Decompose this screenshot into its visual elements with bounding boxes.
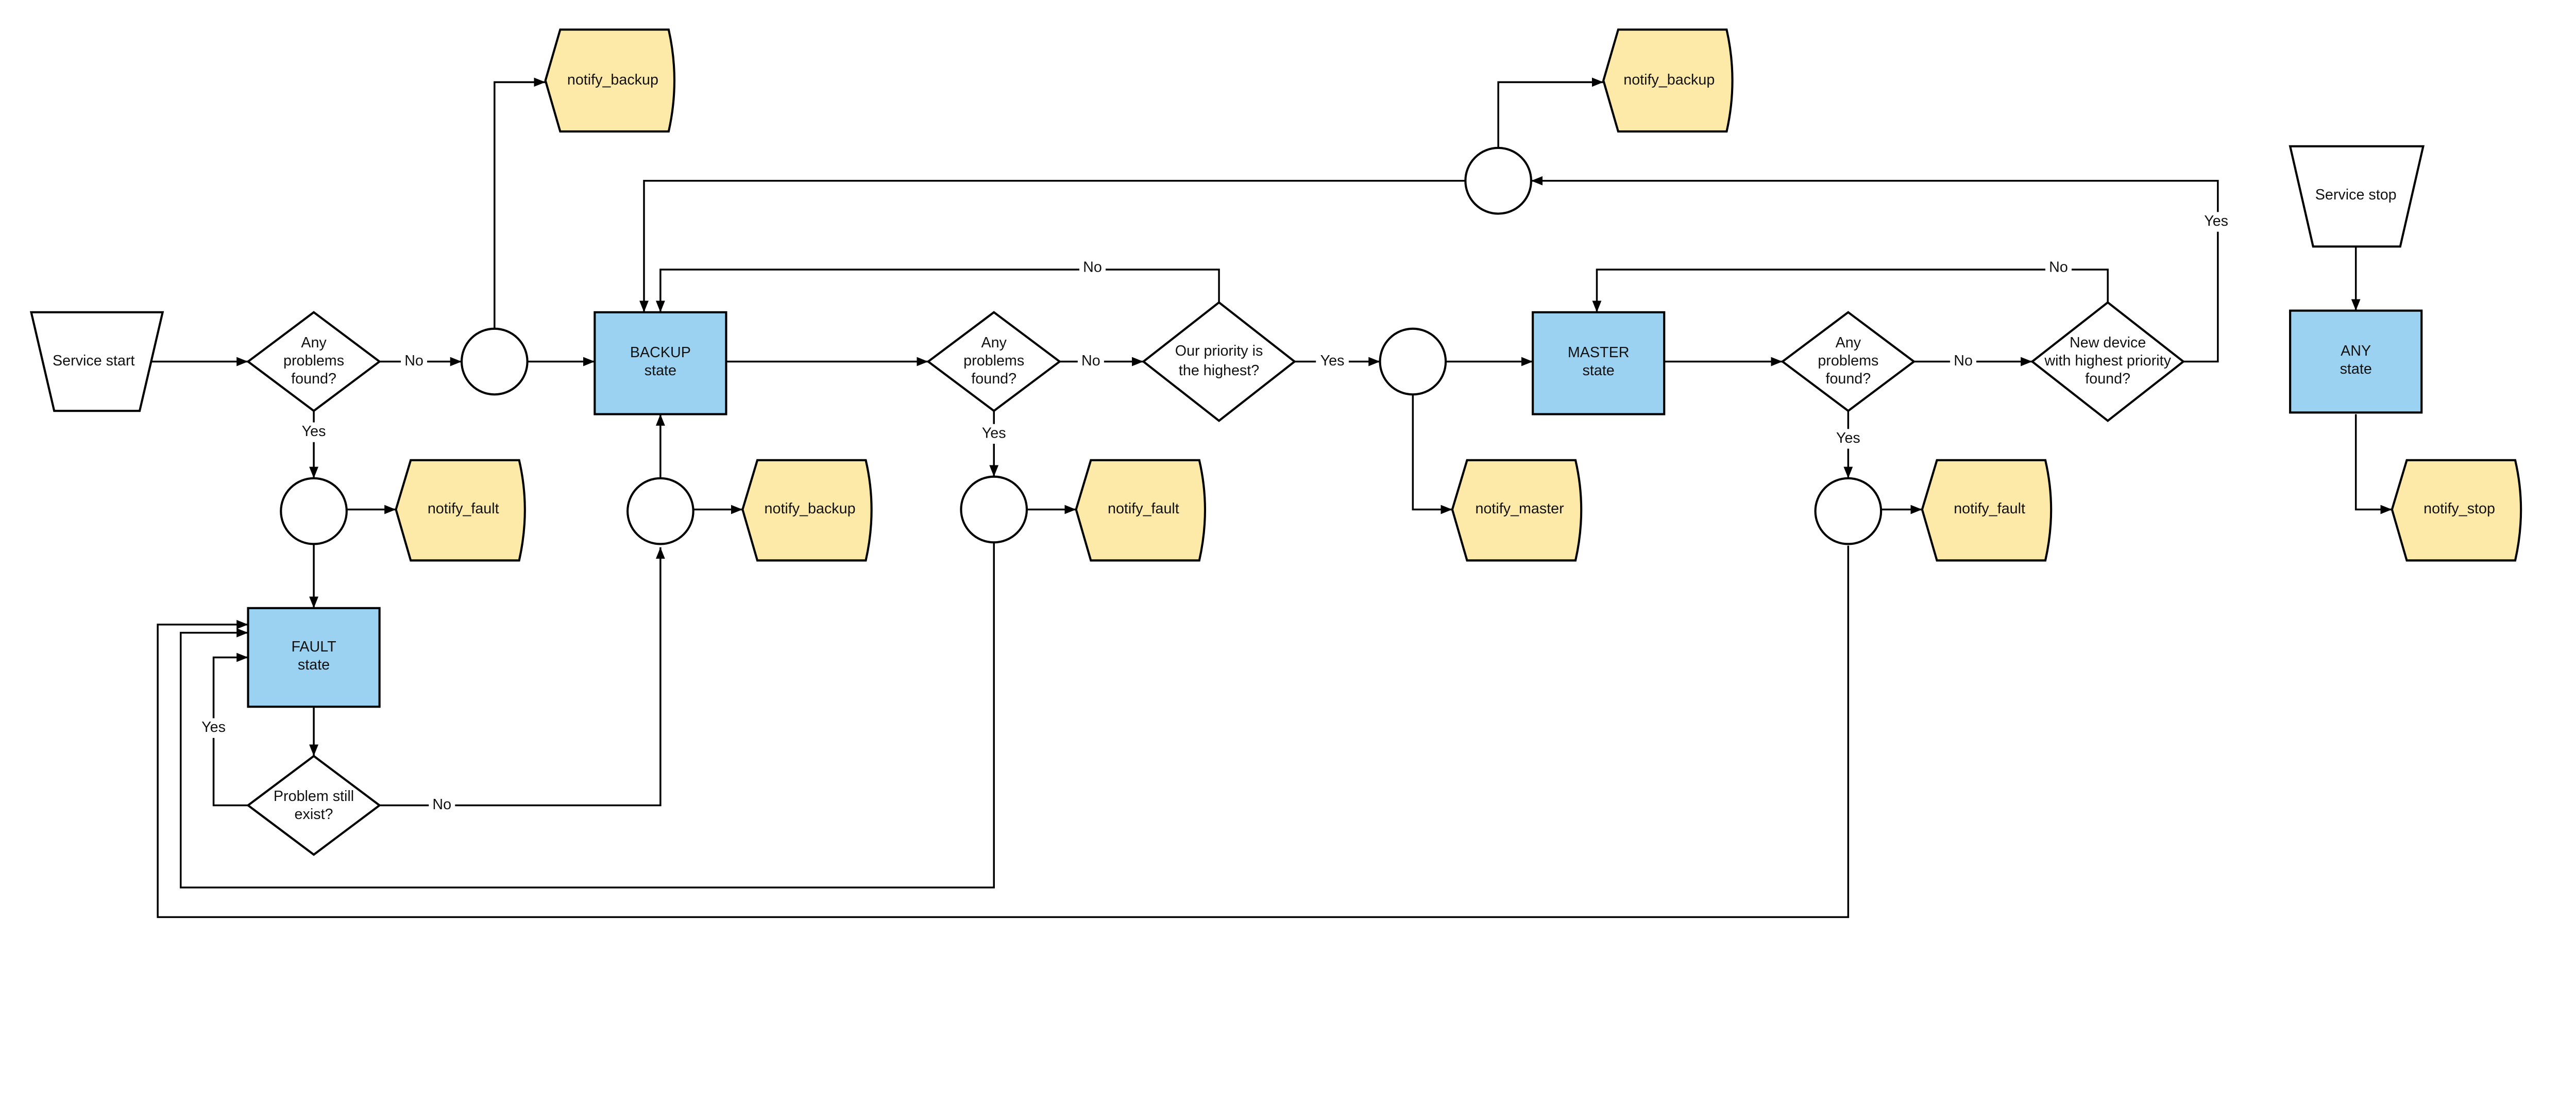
state-text: BACKUP [630,344,691,361]
label-yes: Yes [982,425,1006,441]
junction-circle [626,477,694,545]
service-start-label: Service start [53,353,134,369]
decision-text: problems [963,353,1024,369]
notify-fault-2: notify_fault [1075,459,1206,562]
state-text: state [1583,362,1615,379]
edge-circle7-backup [639,180,1466,312]
fault-state-box: FAULT state [247,607,381,708]
master-state-box: MASTER state [1532,311,1666,415]
notify-fault-3: notify_fault [1921,459,2053,562]
junction-circle [460,327,529,396]
junction-circle [1379,327,1447,396]
decision-any-problems-3: Any problems found? [1781,311,1916,412]
service-stop-label: Service stop [2315,187,2397,203]
decision-text: Our priority is [1175,343,1263,359]
notify-backup-top-left: notify_backup [544,28,676,133]
notify-fault-1: notify_fault [395,459,526,562]
junction-circle [280,477,348,545]
flowchart: No Yes Yes No No Yes No Yes Yes No No Ye… [29,28,2522,918]
decision-text: the highest? [1179,362,1259,379]
label-yes: Yes [302,423,326,440]
junction-circle [1814,477,1883,545]
decision-text: problems [283,353,344,369]
decision-text: Any [301,335,327,351]
state-text: MASTER [1568,344,1630,361]
label-no: No [1954,353,1973,369]
edge-circle5-notify-master [1412,394,1452,514]
decision-any-problems-1: Any problems found? [246,311,382,412]
service-stop-node: Service stop [2289,145,2425,248]
notify-master: notify_master [1451,459,1583,562]
edge-circle6-fault [157,545,1850,918]
decision-text: Any [1836,335,1861,351]
backup-state-box: BACKUP state [594,311,727,415]
state-text: state [645,362,676,379]
state-text: state [2340,361,2372,377]
notify-text: notify_backup [1623,72,1715,88]
edge-circle1-notify-backup [494,77,546,329]
decision-text: found? [291,371,336,387]
decision-any-problems-2: Any problems found? [926,311,1062,412]
edge-circle4-fault [180,542,995,889]
decision-text: Problem still [274,788,354,805]
state-text: ANY [2341,343,2371,359]
notify-text: notify_backup [765,500,856,517]
edge-priority-no [655,269,1220,312]
decision-our-priority: Our priority is the highest? [1142,301,1297,422]
decision-text: problems [1818,353,1878,369]
junction-circles [280,146,1883,545]
notify-backup-top-right: notify_backup [1602,28,1734,133]
junction-circle [960,475,1028,544]
edge-labels: No Yes Yes No No Yes No Yes Yes No No Ye… [197,212,2233,815]
decision-text: found? [2085,371,2130,387]
label-yes: Yes [201,719,226,735]
decision-text: found? [1825,371,1871,387]
edge-newdevice-yes [1531,176,2219,363]
label-no: No [1083,259,1102,275]
decision-problem-still-exist: Problem still exist? [246,755,382,856]
state-text: state [298,657,330,673]
connectors [140,77,2392,918]
decision-new-device: New device with highest priority found? [2030,301,2185,422]
notify-text: notify_master [1476,500,1565,517]
any-state-box: ANY state [2289,309,2423,414]
decision-text: with highest priority [2044,353,2171,369]
label-no: No [2049,259,2068,275]
label-yes: Yes [1836,430,1860,446]
notify-backup-mid: notify_backup [741,459,873,562]
notify-text: notify_fault [1954,500,2025,517]
label-no: No [1081,353,1100,369]
label-no: No [404,353,423,369]
decision-text: found? [971,371,1016,387]
service-start-node: Service start [29,311,164,412]
notify-text: notify_stop [2424,500,2495,517]
junction-circle [1464,146,1532,215]
label-no: No [432,796,451,813]
decision-text: New device [2070,335,2146,351]
label-yes: Yes [1320,353,1345,369]
notify-text: notify_backup [567,72,658,88]
label-yes: Yes [2204,213,2228,229]
edge-decision3-no [379,547,665,807]
edge-newdevice-no [1592,269,2109,312]
notify-text: notify_fault [428,500,499,517]
decision-text: Any [981,335,1007,351]
notify-text: notify_fault [1108,500,1179,517]
edge-circle7-notify-backup [1497,77,1604,148]
edge-any-notify-stop [2354,414,2392,514]
notify-stop: notify_stop [2391,459,2522,562]
state-text: FAULT [291,639,336,655]
decision-text: exist? [295,806,333,823]
